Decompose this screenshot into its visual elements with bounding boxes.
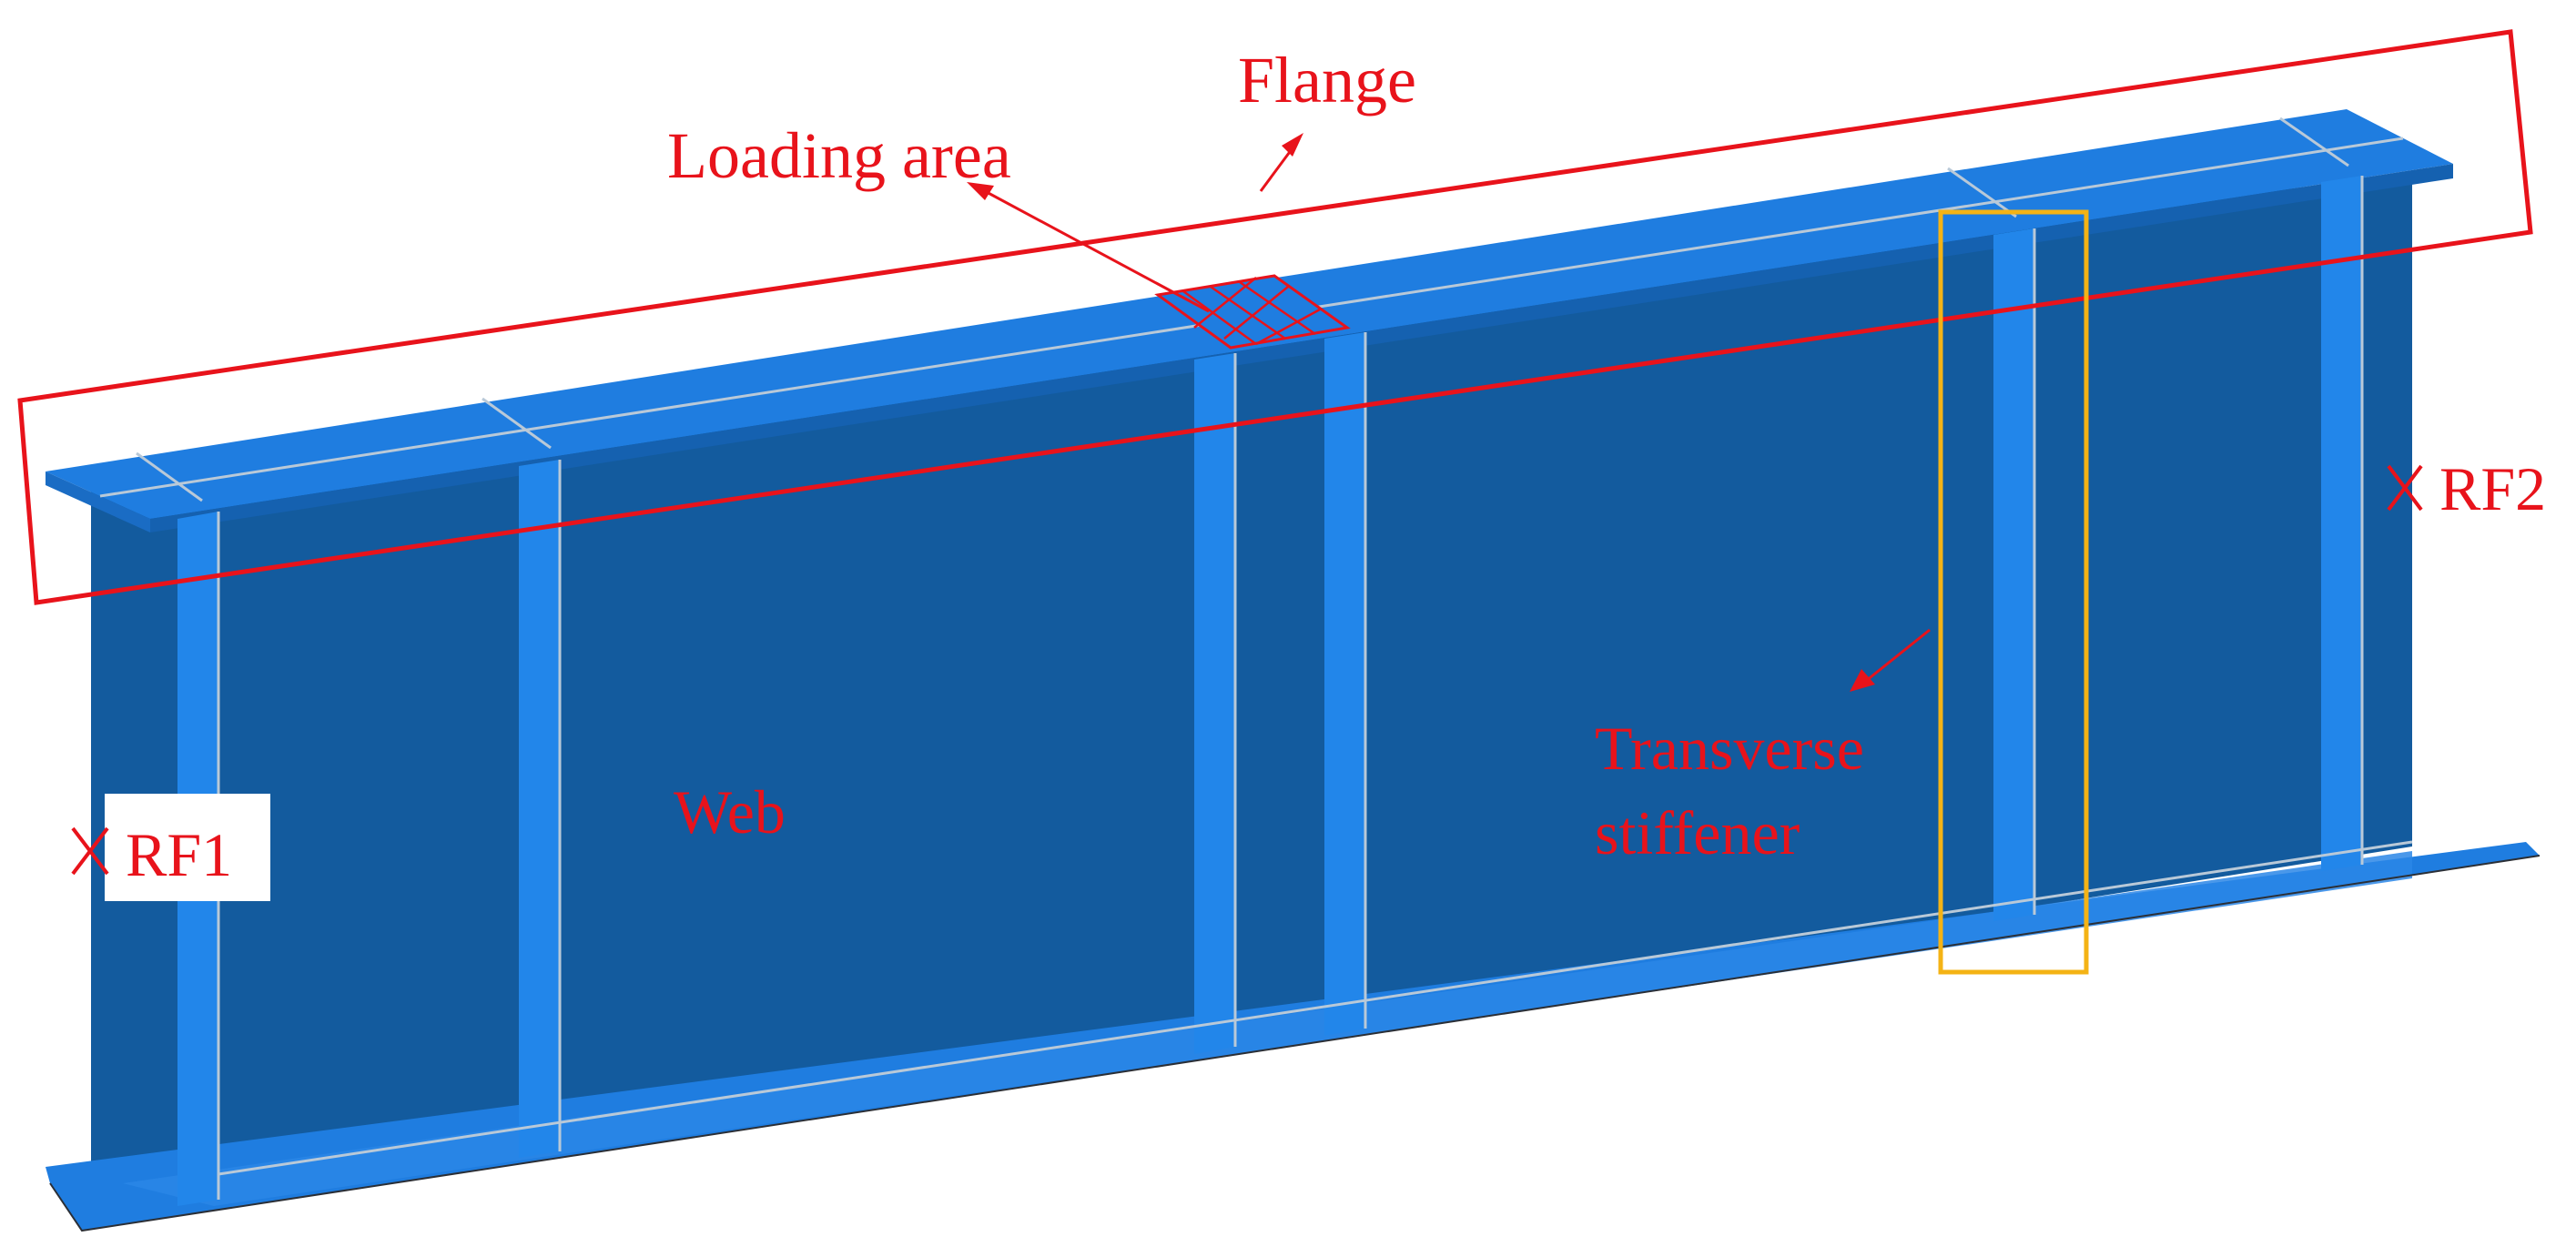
stiffener-3	[1194, 353, 1237, 1054]
transverse-stiffener-label-line1: Transverse	[1595, 714, 1864, 783]
stiffener-2	[519, 460, 562, 1158]
flange-seam-1	[136, 451, 203, 502]
flange-seam-2	[482, 397, 552, 450]
flange-arrow	[1259, 133, 1303, 192]
bottom-flange-edge	[49, 855, 2541, 1232]
web-bottom-line	[218, 840, 2413, 1176]
top-flange-edge-face	[46, 471, 150, 532]
stiffener-5	[1993, 228, 2036, 921]
stiffener-arrow	[1850, 628, 1931, 692]
rf1-label: RF1	[126, 820, 232, 889]
rf2-marker	[2387, 464, 2423, 512]
flange-highlight-box	[17, 29, 2533, 605]
flange-seam-3	[1947, 167, 2017, 218]
flange-label: Flange	[1238, 44, 1416, 117]
loading-area-arrow	[967, 182, 1210, 313]
flange-seam-4	[2279, 117, 2349, 167]
loading-area-patch	[1154, 274, 1351, 350]
loading-area-hatch	[1182, 277, 1321, 346]
rf2-label: RF2	[2439, 454, 2546, 523]
loading-area-label: Loading area	[667, 119, 1011, 192]
stiffener-4	[1324, 332, 1367, 1036]
web-label: Web	[674, 777, 786, 846]
stiffener-highlight-box	[1938, 209, 2089, 975]
stiffener-6	[2321, 176, 2364, 871]
transverse-stiffener-label-line2: stiffener	[1595, 798, 1800, 867]
top-flange-front-face	[150, 164, 2453, 532]
rf1-marker	[71, 794, 270, 901]
bottom-flange-inner-strip	[123, 851, 2412, 1206]
